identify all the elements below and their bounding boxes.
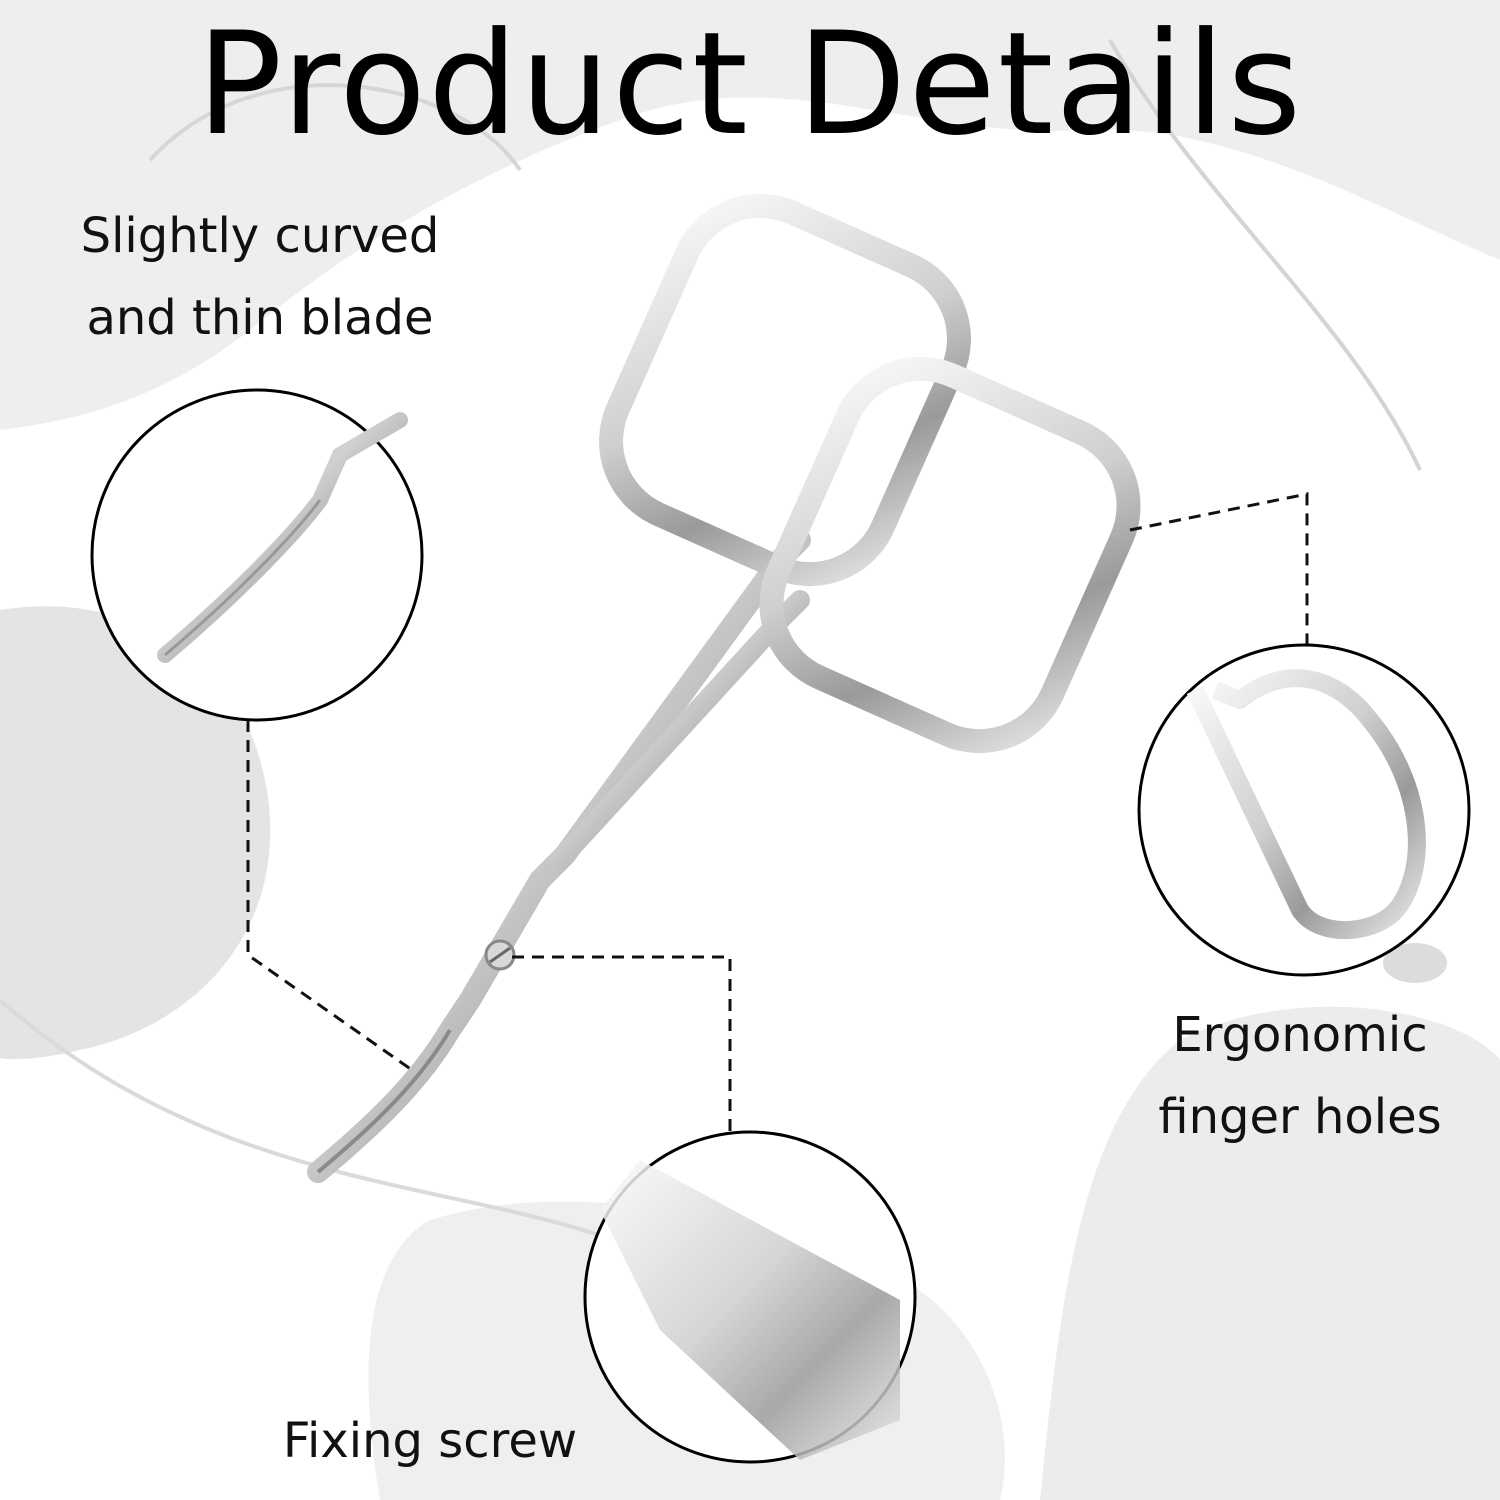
detail-circle-screw xyxy=(583,1130,917,1464)
callout-blade-line-1: Slightly curved xyxy=(80,208,440,264)
callout-finger-holes-label: Ergonomic finger holes xyxy=(1120,994,1480,1158)
callout-holes-line-1: Ergonomic xyxy=(1172,1007,1428,1063)
detail-circle-finger-hole xyxy=(1137,643,1471,977)
callout-holes-line-2: finger holes xyxy=(1158,1089,1442,1145)
callout-screw-label: Fixing screw xyxy=(240,1400,620,1482)
callout-blade-label: Slightly curved and thin blade xyxy=(40,195,480,359)
callout-screw-line-1: Fixing screw xyxy=(282,1413,578,1469)
callout-connectors xyxy=(246,492,1309,1132)
callout-blade-line-2: and thin blade xyxy=(86,290,434,346)
scissors-image xyxy=(307,193,1141,1183)
detail-circle-blade xyxy=(90,388,424,722)
page-title: Product Details xyxy=(196,2,1304,167)
